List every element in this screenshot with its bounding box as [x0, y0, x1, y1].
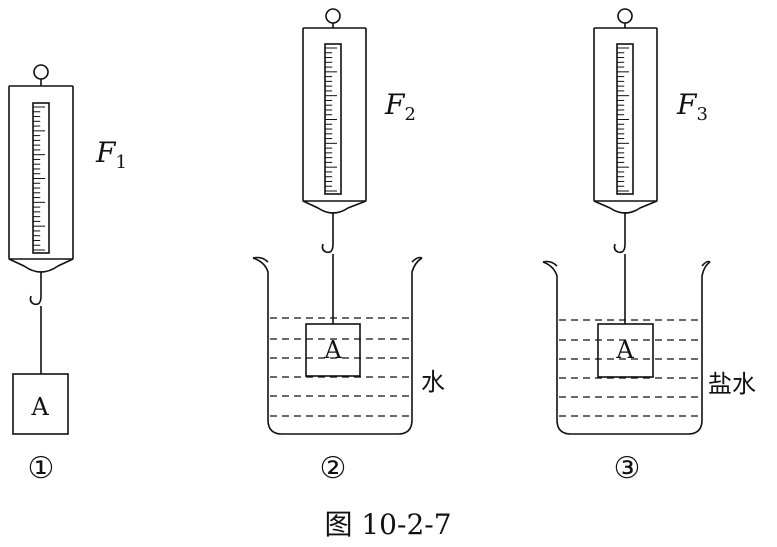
- scale-body: [302, 27, 367, 202]
- setup-3: F3 A 盐水 ③: [542, 8, 756, 486]
- scale-body: [593, 27, 658, 202]
- salt-water-3: [559, 319, 700, 417]
- setup-2: F2 A 水 ②: [252, 8, 445, 486]
- force-label-2: F2: [384, 88, 416, 125]
- block-a-2: [305, 323, 361, 377]
- scale-ring-icon: [33, 64, 49, 80]
- figure-caption: 图 10-2-7: [324, 508, 451, 541]
- force-label-1: F1: [95, 136, 127, 173]
- scale-ticks: [33, 106, 45, 251]
- beaker-2: [252, 256, 423, 435]
- block-label-3: A: [615, 336, 634, 364]
- force-label-3: F3: [676, 88, 708, 125]
- liquid-label-salt-water: 盐水: [708, 370, 756, 398]
- beaker-3: [542, 260, 711, 435]
- beaker-outline: [252, 257, 423, 435]
- scale-body: [8, 85, 74, 260]
- hook-icon: [29, 282, 42, 306]
- spring-scale-2: [302, 8, 367, 377]
- block-a-1: [12, 373, 69, 435]
- scale-ring-icon: [325, 8, 341, 24]
- scale-ticks: [617, 47, 629, 192]
- hook-icon: [321, 228, 334, 254]
- block-label-1: A: [30, 393, 49, 421]
- setup-1: F1 A ①: [8, 64, 127, 486]
- step-marker-1: ①: [28, 451, 55, 486]
- spring-scale-1: [8, 64, 74, 435]
- block-label-2: A: [323, 336, 342, 364]
- beaker-outline: [542, 261, 711, 435]
- scale-ring-icon: [617, 8, 633, 24]
- block-a-3: [597, 323, 654, 378]
- hook-icon: [613, 228, 626, 254]
- water-2: [270, 317, 410, 417]
- scale-ticks: [325, 47, 337, 192]
- step-marker-3: ③: [614, 451, 641, 486]
- step-marker-2: ②: [320, 451, 347, 486]
- spring-scale-3: [593, 8, 658, 378]
- liquid-label-water: 水: [421, 368, 445, 396]
